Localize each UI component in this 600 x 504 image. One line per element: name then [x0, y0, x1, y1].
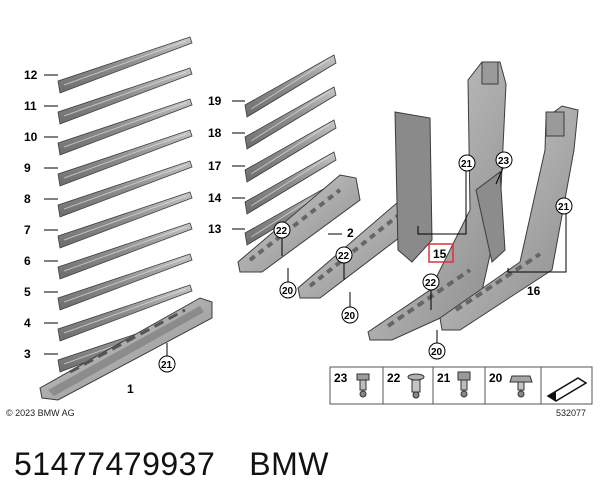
- middle-strip-18: [244, 86, 337, 150]
- svg-text:21: 21: [461, 159, 473, 170]
- callout-14: 14: [208, 191, 222, 205]
- svg-text:23: 23: [498, 156, 510, 167]
- left-strip-4: [57, 284, 193, 342]
- callout-10: 10: [24, 130, 38, 144]
- callout-3: 3: [24, 347, 31, 361]
- svg-text:21: 21: [558, 202, 570, 213]
- middle-strip-19: [244, 54, 337, 118]
- callout-7: 7: [24, 223, 31, 237]
- highlight-box-15: [428, 243, 454, 263]
- callout-1: 1: [127, 382, 134, 396]
- middle-callout-group: 19 18 17 14 13: [208, 94, 245, 236]
- part-1-sill: [39, 297, 213, 401]
- left-strip-6: [57, 222, 193, 280]
- svg-text:22: 22: [425, 278, 437, 289]
- legend-code: 532077: [556, 408, 586, 418]
- callout-6: 6: [24, 254, 31, 268]
- part-middle-clip-strip-a: [237, 174, 361, 273]
- circle-callout-20-b: 20: [341, 292, 359, 324]
- legend-num-20: 20: [489, 371, 503, 385]
- part-16-pillar-trim: [439, 105, 579, 331]
- callout-15: 15: [433, 247, 447, 261]
- legend-num-21: 21: [437, 371, 451, 385]
- callout-16: 16: [527, 284, 541, 298]
- callout-19: 19: [208, 94, 222, 108]
- circle-callout-23: 23: [495, 151, 513, 185]
- callout-2: 2: [347, 226, 354, 240]
- callout-4: 4: [24, 316, 31, 330]
- callout-13: 13: [208, 222, 222, 236]
- part-number: 51477479937: [14, 445, 216, 482]
- clip-22-icon: [407, 373, 425, 399]
- left-strip-11: [57, 67, 193, 125]
- svg-text:20: 20: [282, 286, 294, 297]
- copyright-text: © 2023 BMW AG: [6, 408, 75, 418]
- svg-text:20: 20: [344, 311, 356, 322]
- brand-name: BMW: [249, 445, 329, 482]
- svg-text:20: 20: [431, 347, 443, 358]
- callout-17: 17: [208, 159, 222, 173]
- left-strip-8: [57, 160, 193, 218]
- clip-23-icon: [356, 373, 370, 398]
- callout-9: 9: [24, 161, 31, 175]
- circle-callout-22-c: 22: [422, 273, 440, 310]
- svg-text:21: 21: [161, 360, 173, 371]
- callout-5: 5: [24, 285, 31, 299]
- legend-num-22: 22: [387, 371, 401, 385]
- left-callout-group: 12 11 10 9 8 7 6 5 4 3: [24, 68, 58, 361]
- callout-12: 12: [24, 68, 38, 82]
- circle-callout-21-c: 21: [555, 197, 573, 215]
- middle-strip-group: [244, 54, 337, 246]
- clip-21-icon: [457, 371, 471, 398]
- circle-callout-20-c: 20: [428, 330, 446, 360]
- circle-callout-22-a: 22: [273, 221, 291, 256]
- arrow-reference-icon: [546, 377, 588, 402]
- fastener-legend: 23 22 21 20: [329, 366, 593, 405]
- left-strip-9: [57, 129, 193, 187]
- callout-11: 11: [24, 99, 37, 113]
- left-strip-5: [57, 253, 193, 311]
- left-strip-7: [57, 191, 193, 249]
- clip-20-icon: [509, 375, 533, 398]
- left-strip-12: [57, 36, 193, 94]
- circle-callout-21-b: 21: [458, 154, 476, 176]
- legend-num-23: 23: [334, 371, 348, 385]
- callout-18: 18: [208, 126, 222, 140]
- middle-strip-17: [244, 119, 337, 183]
- middle-strip-14: [244, 151, 337, 215]
- callout-8: 8: [24, 192, 31, 206]
- footer: 51477479937 BMW: [14, 444, 329, 484]
- left-strip-10: [57, 98, 193, 156]
- circle-callout-21-a: 21: [158, 343, 176, 373]
- circle-callout-22-b: 22: [335, 246, 353, 280]
- circle-callout-20-a: 20: [279, 268, 297, 299]
- svg-text:22: 22: [276, 226, 288, 237]
- left-strip-group: [57, 36, 193, 373]
- svg-text:22: 22: [338, 251, 350, 262]
- part-15-pillar-trim: [367, 61, 507, 341]
